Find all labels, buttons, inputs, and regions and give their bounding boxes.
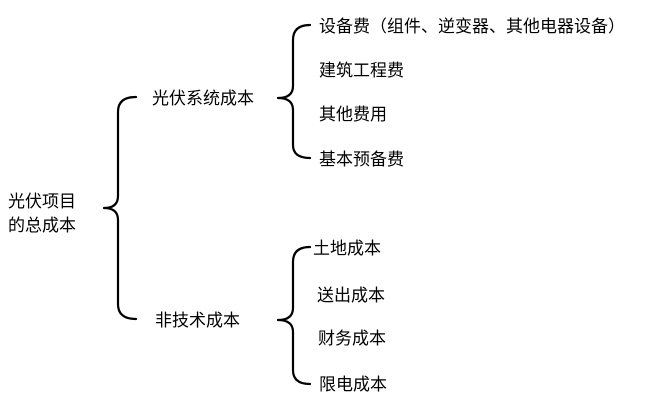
item-equipment-cost: 设备费（组件、逆变器、其他电器设备） xyxy=(319,17,625,37)
item-financial-cost: 财务成本 xyxy=(318,329,386,349)
root-label-line2: 的总成本 xyxy=(8,216,76,236)
branch-system-cost: 光伏系统成本 xyxy=(152,89,254,109)
branch-non-technical-cost: 非技术成本 xyxy=(155,311,240,331)
non-technical-cost-brace xyxy=(276,245,312,386)
item-land-cost: 土地成本 xyxy=(313,239,381,259)
system-cost-brace xyxy=(276,23,312,160)
item-other-cost: 其他费用 xyxy=(319,105,387,125)
item-construction-cost: 建筑工程费 xyxy=(319,61,404,81)
item-reserve-cost: 基本预备费 xyxy=(319,150,404,170)
root-label-line1: 光伏项目 xyxy=(8,192,76,212)
root-node: 光伏项目 的总成本 xyxy=(8,190,76,238)
root-brace xyxy=(102,95,138,321)
item-transmission-cost: 送出成本 xyxy=(317,286,385,306)
item-curtailment-cost: 限电成本 xyxy=(319,375,387,395)
